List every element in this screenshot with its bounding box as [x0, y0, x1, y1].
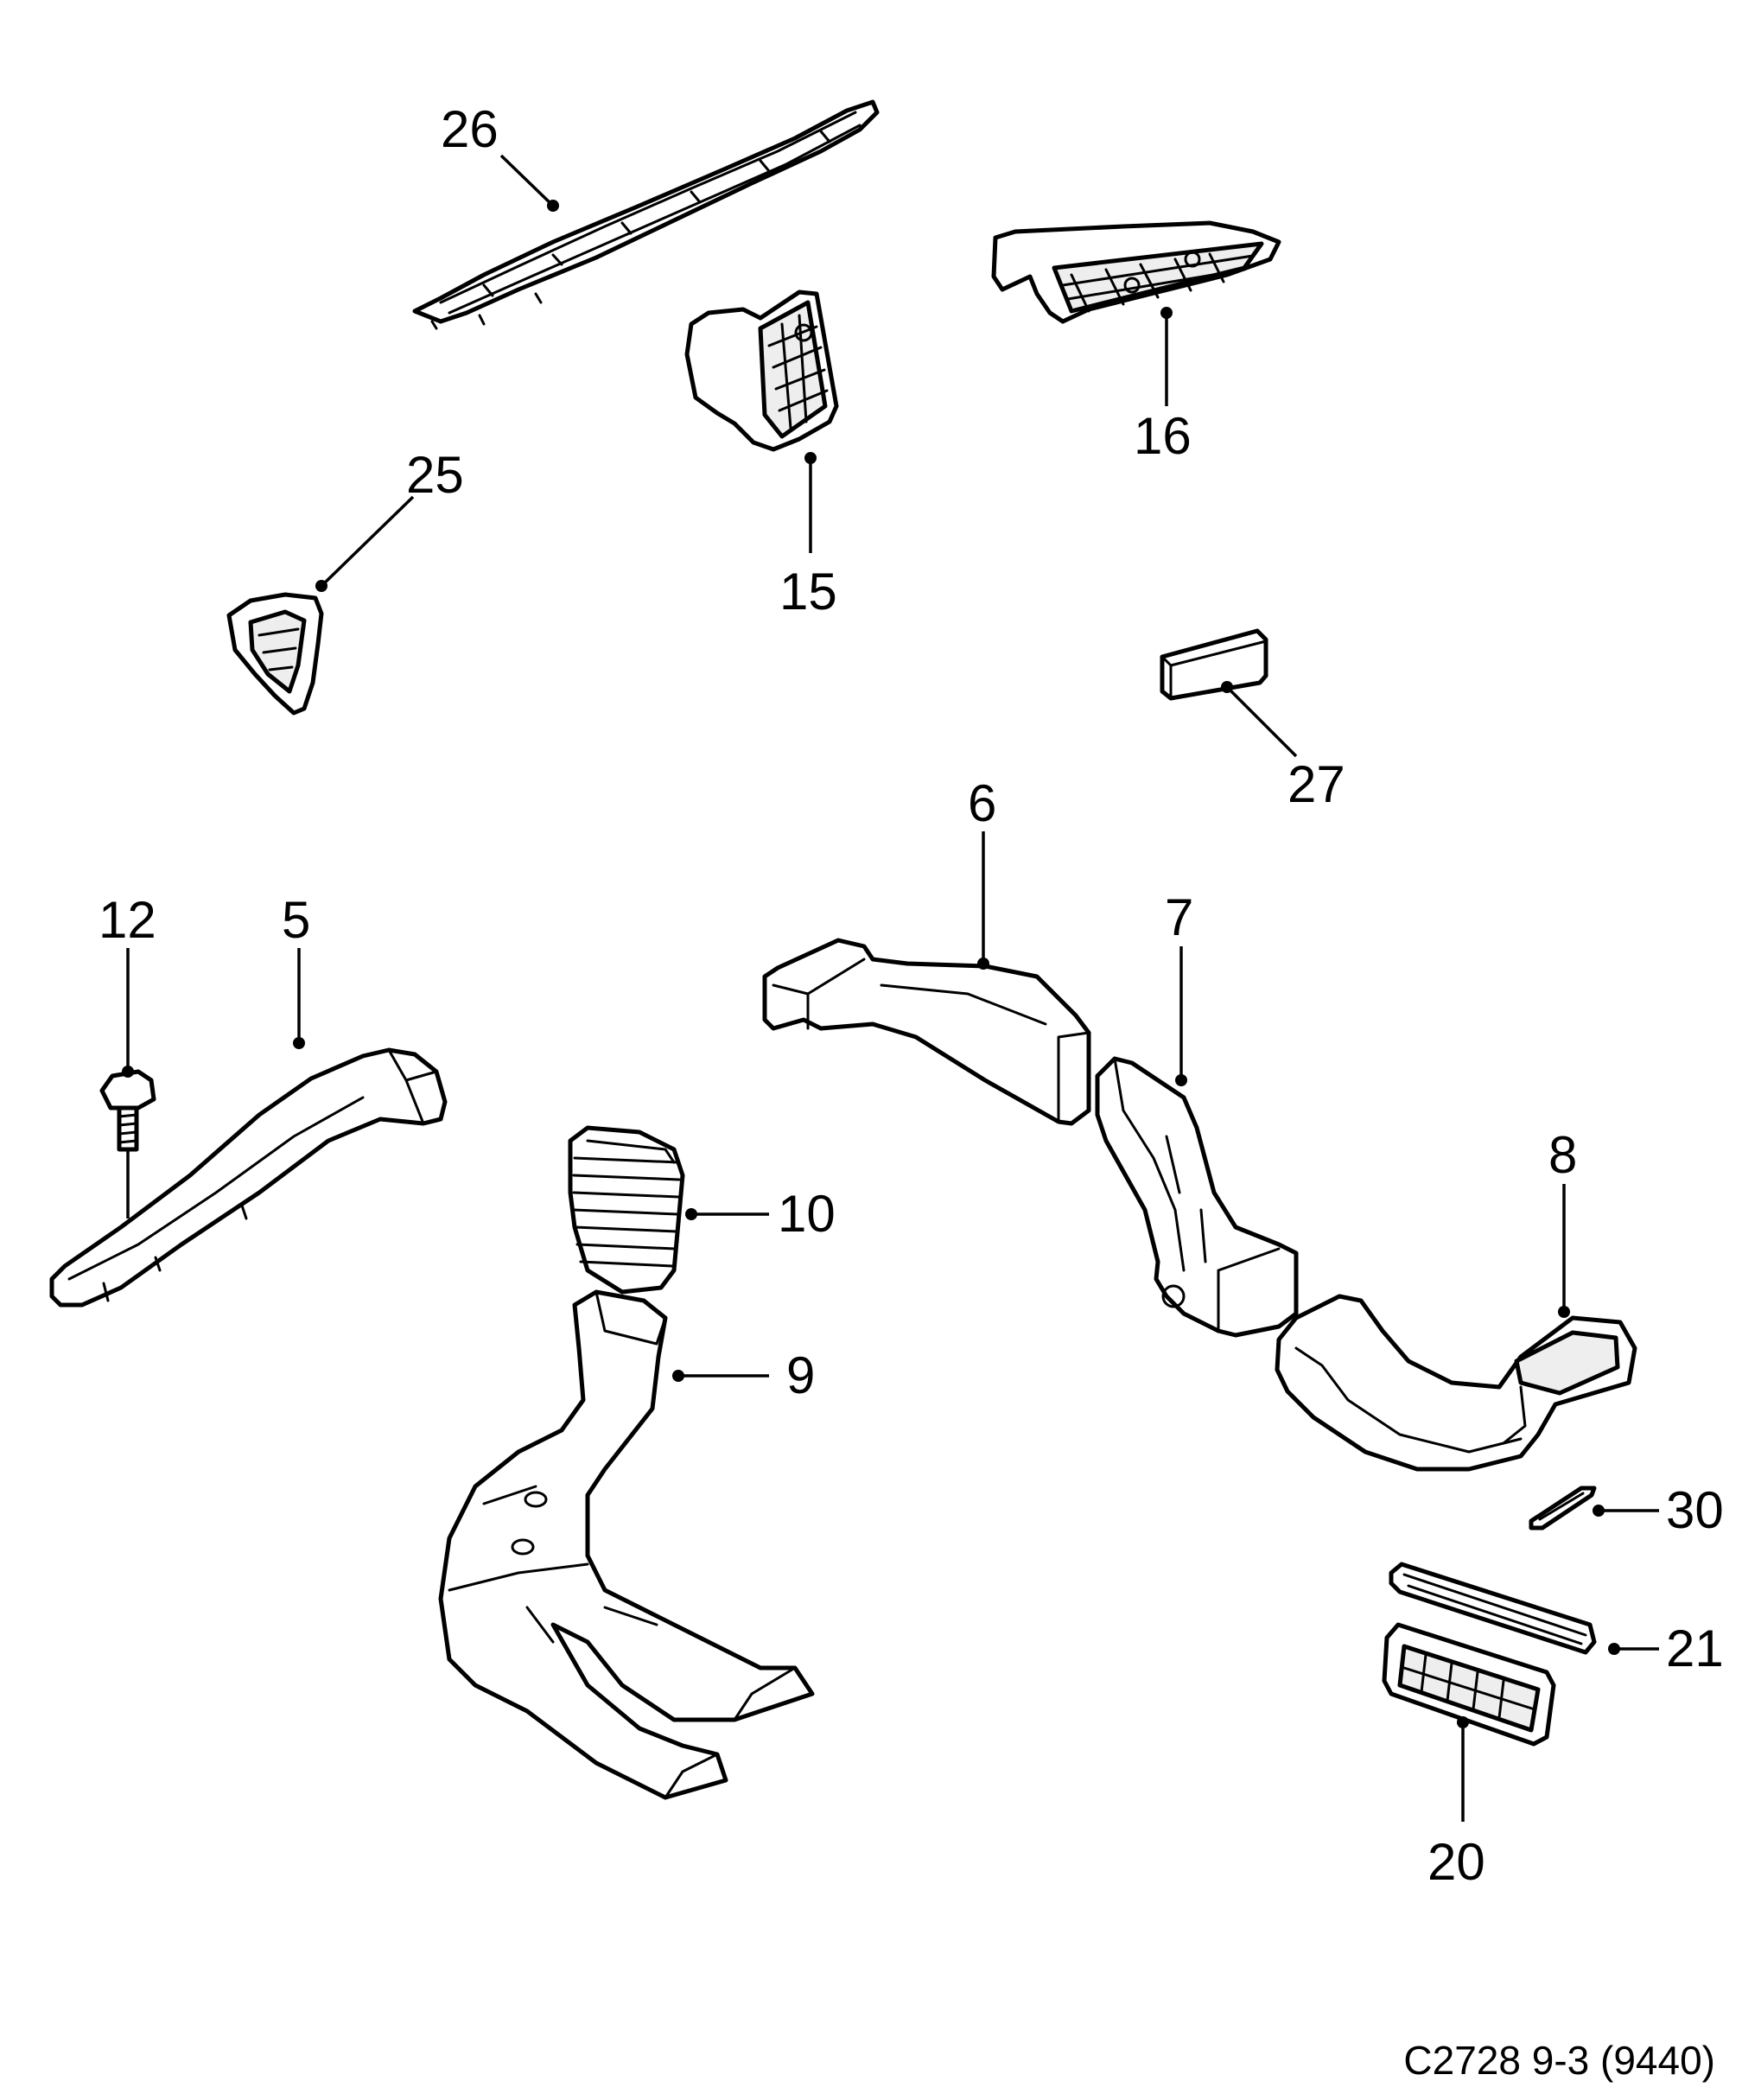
callout-9: 9 [786, 1346, 815, 1404]
part-20-floor-grille [1382, 1622, 1556, 1747]
part-16-center-vent [991, 220, 1281, 324]
callout-27: 27 [1287, 755, 1345, 813]
callout-16: 16 [1134, 407, 1192, 465]
callout-10: 10 [778, 1185, 836, 1243]
callout-26: 26 [441, 100, 499, 158]
part-8-duct [1275, 1294, 1637, 1472]
part-30-gasket [1529, 1486, 1597, 1530]
callout-5: 5 [282, 891, 310, 949]
part-21-grille [1389, 1562, 1597, 1655]
part-6-duct [762, 938, 1091, 1126]
callout-21: 21 [1666, 1620, 1724, 1677]
part-10-bellows [568, 1125, 685, 1295]
part-25-small-vent [226, 592, 324, 716]
callout-15: 15 [779, 563, 837, 620]
callout-7: 7 [1165, 888, 1193, 946]
part-12-screw [99, 1069, 156, 1152]
part-27-foam-block [1160, 628, 1268, 701]
part-26-defroster-vent [412, 99, 880, 330]
callout-labels: 26 16 15 25 27 6 7 12 5 10 8 9 30 21 20 [99, 100, 1724, 1891]
part-9-floor-duct [438, 1289, 815, 1800]
part-15-side-vent [684, 290, 839, 452]
callout-6: 6 [968, 774, 996, 832]
part-5-duct [49, 1047, 448, 1308]
callout-12: 12 [99, 891, 156, 949]
part-7-duct [1095, 1056, 1299, 1338]
callout-20: 20 [1427, 1833, 1485, 1891]
callout-25: 25 [406, 446, 464, 504]
callout-30: 30 [1666, 1481, 1724, 1539]
callout-8: 8 [1548, 1126, 1577, 1184]
leader-lines [122, 154, 1659, 1822]
diagram-code: C2728 9-3 (9440) [1403, 2038, 1715, 2083]
